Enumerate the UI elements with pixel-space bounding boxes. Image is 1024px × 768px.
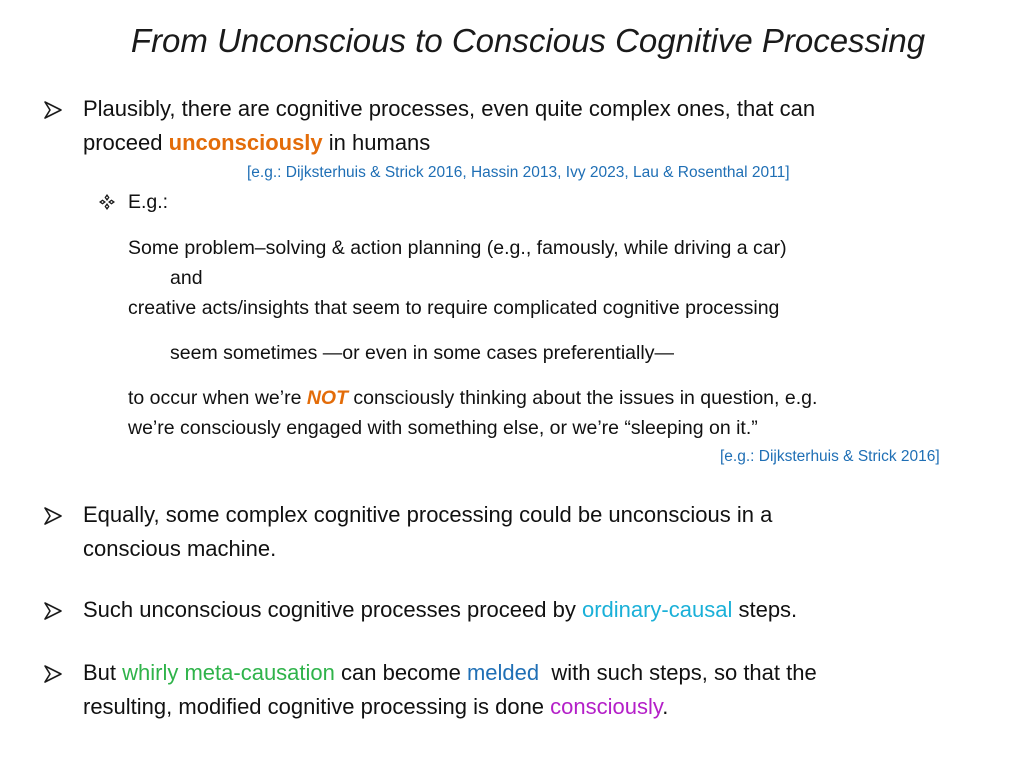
four-diamond-bullet-icon (99, 194, 115, 210)
arrowhead-bullet-icon (44, 665, 62, 683)
bullet4-line2: resulting, modified cognitive processing… (83, 690, 668, 724)
arrowhead-bullet-icon (44, 602, 62, 620)
example-para-2: and (170, 267, 203, 289)
bullet2-line2: conscious machine. (83, 536, 277, 561)
bullet2-line1: Equally, some complex cognitive processi… (83, 502, 773, 527)
citation-2: [e.g.: Dijksterhuis & Strick 2016] (720, 448, 940, 465)
bullet3-pre: Such unconscious cognitive processes pro… (83, 597, 582, 622)
example-para-5: to occur when we’re NOT consciously thin… (128, 383, 817, 413)
sub-bullet-label: E.g.: (128, 191, 169, 213)
bullet4-line2-pre: resulting, modified cognitive processing… (83, 694, 551, 719)
example-para-5-pre: to occur when we’re (128, 387, 307, 409)
bullet3-post: steps. (732, 597, 798, 622)
bullet4-line2-post: . (662, 694, 669, 719)
arrowhead-bullet-icon (44, 101, 62, 119)
example-para-5-post: consciously thinking about the issues in… (348, 387, 818, 409)
unconsciously-highlight: unconsciously (168, 130, 323, 155)
bullet4-pre: But (83, 660, 123, 685)
example-para-3: creative acts/insights that seem to requ… (128, 297, 780, 319)
slide-title: From Unconscious to Conscious Cognitive … (130, 22, 926, 59)
arrowhead-bullet-icon (44, 507, 62, 525)
bullet4-line1: But whirly meta-causation can become mel… (83, 656, 817, 690)
whirly-meta-causation-highlight: whirly meta-causation (122, 660, 335, 685)
example-para-1: Some problem–solving & action planning (… (128, 237, 787, 259)
ordinary-causal-highlight: ordinary-causal (581, 597, 733, 622)
consciously-highlight: consciously (550, 694, 663, 719)
citation-1: [e.g.: Dijksterhuis & Strick 2016, Hassi… (247, 164, 790, 181)
example-para-4: seem sometimes —or even in some cases pr… (170, 342, 674, 364)
bullet1-line2-post: in humans (322, 130, 431, 155)
example-para-6: we’re consciously engaged with something… (128, 417, 758, 439)
bullet1-line2: proceed unconsciously in humans (83, 126, 430, 160)
bullet4-post: with such steps, so that the (539, 660, 817, 685)
bullet1-line2-pre: proceed (83, 130, 169, 155)
bullet3-line: Such unconscious cognitive processes pro… (83, 593, 797, 627)
bullet1-line1: Plausibly, there are cognitive processes… (83, 96, 816, 121)
not-emphasis: NOT (306, 387, 349, 409)
melded-highlight: melded (466, 660, 540, 685)
bullet4-mid: can become (334, 660, 467, 685)
